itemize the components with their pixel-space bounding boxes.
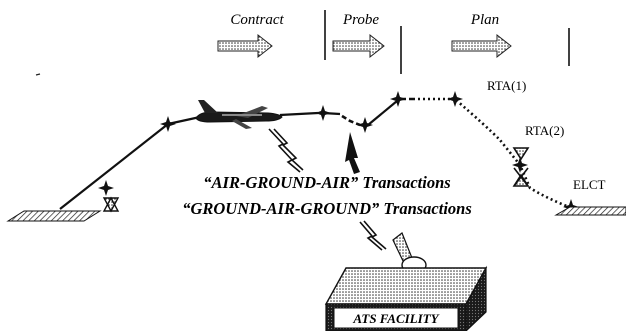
step-climb-segment (367, 100, 398, 126)
cruise-segment (167, 115, 201, 126)
antenna-dish-icon (392, 232, 427, 274)
aircraft-icon (195, 100, 283, 129)
descent-segment (455, 99, 573, 210)
phase-header: Contract Probe Plan (217, 10, 570, 74)
phase-label-plan: Plan (470, 12, 499, 28)
phase-arrow-plan (451, 33, 512, 59)
rta-marker-icon (102, 196, 120, 213)
flight-path (59, 97, 573, 210)
lightning-icon (359, 220, 387, 251)
ats-facility-box: ATS FACILITY (324, 265, 488, 333)
probe-segment (341, 114, 361, 127)
phase-arrow-probe (332, 33, 385, 59)
probe-uplink-arrow (345, 132, 360, 174)
waypoint-icon (98, 180, 114, 196)
phase-label-probe: Probe (342, 12, 379, 28)
waypoint-icon (160, 116, 176, 132)
climb-segment (59, 123, 169, 210)
stray-mark (35, 73, 41, 76)
ats-facility-label: ATS FACILITY (352, 311, 439, 326)
ground-air-ground-label: “GROUND-AIR-GROUND” Transactions (182, 199, 472, 218)
phase-label-contract: Contract (230, 12, 284, 28)
runway-icon (554, 206, 626, 216)
waypoint-icon (315, 105, 331, 121)
rta-marker-icon (512, 147, 530, 187)
rta1-label: RTA(1) (487, 78, 526, 93)
runway-icon (6, 210, 102, 222)
lightning-icon (268, 128, 304, 173)
rta2-label: RTA(2) (525, 123, 564, 138)
waypoint-icon (390, 91, 406, 107)
waypoint-icon (512, 157, 528, 173)
waypoint-icon (357, 117, 373, 133)
elct-label: ELCT (573, 177, 606, 192)
cruise-segment (279, 111, 319, 117)
waypoint-icon (447, 91, 463, 107)
air-ground-air-label: “AIR-GROUND-AIR” Transactions (203, 173, 450, 192)
phase-arrow-contract (217, 33, 273, 59)
waypoints (98, 91, 579, 215)
